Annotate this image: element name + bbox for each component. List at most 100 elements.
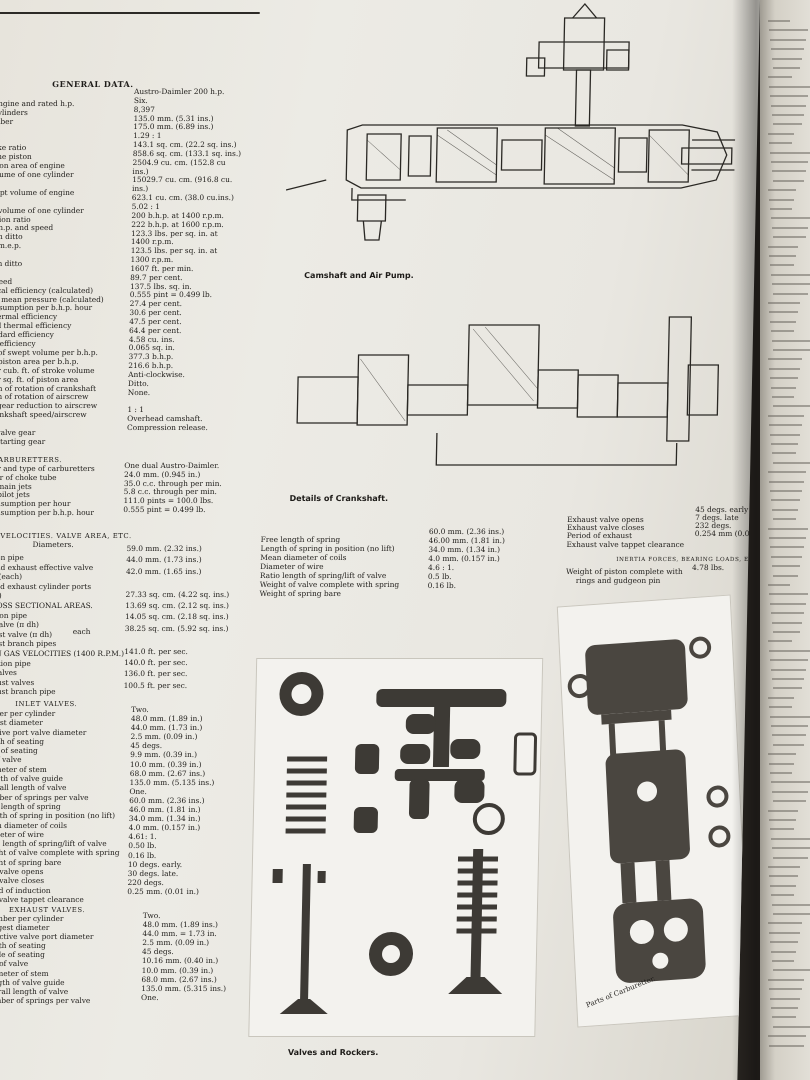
spring-label-6: Weight of spring bare <box>259 589 342 598</box>
facing-page-text-line <box>770 941 798 944</box>
facing-page-text-line <box>773 913 810 915</box>
general-data-label-18: um ditto <box>0 259 23 269</box>
general-data-label-16: b.m.e.p. <box>0 241 22 251</box>
piston-weight-value: 4.78 lbs. <box>692 563 725 572</box>
velocity-value-12: 100.5 ft. per sec. <box>123 680 188 690</box>
carburetters-heading: CARBURETTERS. <box>0 456 63 464</box>
facing-page-text-line <box>768 753 796 756</box>
exhaust-label-9: Number of springs per valve <box>0 995 91 1005</box>
velocity-value-7: 38.25 sq. cm. (5.92 sq. ins.) <box>124 623 229 633</box>
facing-page-text-line <box>768 696 794 699</box>
facing-page-text-line <box>772 847 810 850</box>
carburetter-label-5: consumption per b.h.p. hour <box>0 507 95 517</box>
facing-page-text-line <box>772 57 802 60</box>
inlet-valves-values: Two.48.0 mm. (1.89 in.)44.0 mm. (1.73 in… <box>127 705 216 897</box>
facing-page-text-line <box>768 584 790 586</box>
crankshaft-drawing <box>296 316 720 466</box>
camshaft-air-pump-drawing <box>285 3 736 241</box>
carburetter-parts-photo <box>556 594 752 1028</box>
facing-page-text-line <box>772 452 796 455</box>
facing-page-text-line <box>769 931 800 934</box>
caption-valves: Valves and Rockers. <box>287 1048 379 1057</box>
facing-page-text-line <box>768 809 798 812</box>
velocities-heading: AS VELOCITIES. VALVE AREA, ETC. <box>0 532 132 540</box>
general-data-label-19 <box>0 269 104 278</box>
facing-page-text-line <box>771 1007 798 1009</box>
facing-page-text-line <box>769 29 808 32</box>
facing-page-text-line <box>773 67 800 69</box>
facing-page-text-line <box>770 377 798 380</box>
facing-page-text-line <box>772 114 804 116</box>
facing-page-text-line <box>773 687 802 690</box>
facing-page-text-line <box>770 264 794 267</box>
facing-page-text-line <box>770 772 792 774</box>
general-data-label-10: rept volume of engine <box>0 187 75 197</box>
exhaust-valves-values: Two.48.0 mm. (1.89 ins.)44.0 mm. = 1.73 … <box>141 911 228 1003</box>
facing-page-edge <box>760 0 810 1080</box>
general-data-value-34: None. <box>127 387 151 397</box>
facing-page-text-line <box>771 555 802 558</box>
facing-page-text-line <box>769 142 792 145</box>
facing-page-text-line <box>771 894 794 897</box>
facing-page-text-line <box>772 226 808 229</box>
facing-page-text-line <box>769 593 808 596</box>
facing-page-text-line <box>768 1035 806 1038</box>
velocity-label-14: chaust branch pipe <box>0 687 56 697</box>
facing-page-text-line <box>770 490 802 492</box>
facing-page-text-line <box>769 255 796 257</box>
exhaust-valves-heading: EXHAUST VALVES. <box>8 906 86 914</box>
facing-page-text-line <box>773 574 798 577</box>
top-rule <box>0 12 260 14</box>
facing-page-text-line <box>772 903 810 906</box>
facing-page-text-line <box>769 311 798 314</box>
facing-page-text-line <box>769 198 794 201</box>
facing-page-text-line <box>768 527 808 530</box>
general-data-label-2: mber <box>0 116 14 126</box>
facing-page-text-line <box>771 161 808 163</box>
general-data-heading: GENERAL DATA. <box>52 79 134 89</box>
general-data-label-1: cylinders <box>0 107 28 117</box>
facing-page-text-line <box>773 800 806 803</box>
facing-page-text-line <box>773 405 810 408</box>
general-data-value-38: Compression release. <box>126 423 208 433</box>
general-data-value-0: Austro-Daimler 200 h.p. <box>133 87 225 96</box>
facing-page-text-line <box>769 649 810 652</box>
general-data-label-38: of starting gear <box>0 436 46 446</box>
general-data-label-35: crankshaft speed/airscrew <box>0 410 87 420</box>
carburetter-value-5: 0.555 pint = 0.499 lb. <box>123 504 206 514</box>
facing-page-text-line <box>770 828 794 831</box>
facing-page-text-line <box>771 499 800 502</box>
facing-page-text-line <box>769 85 810 88</box>
velocities-values: 59.0 mm. (2.32 ins.)44.0 mm. (1.73 ins.)… <box>123 544 230 693</box>
facing-page-text-line <box>773 1025 810 1028</box>
facing-page-text-line <box>770 433 800 436</box>
facing-page-text-line <box>771 104 806 107</box>
facing-page-text-line <box>768 358 802 361</box>
velocity-value-2: 42.0 mm. (1.65 ins.) <box>125 566 202 576</box>
velocity-value-3 <box>126 579 230 590</box>
facing-page-text-line <box>770 715 810 718</box>
general-data-label-8: olume of one cylinder <box>0 170 74 180</box>
facing-page-text-line <box>771 837 810 840</box>
facing-page-text-line <box>771 443 798 445</box>
facing-page-text-line <box>770 208 792 210</box>
facing-page-text-line <box>770 38 806 41</box>
facing-page-text-line <box>773 349 810 351</box>
facing-page-text-line <box>770 997 800 1000</box>
facing-page-text-line <box>772 508 798 511</box>
facing-page-text-line <box>771 781 810 784</box>
facing-page-text-line <box>771 725 808 727</box>
facing-page-text-line <box>771 386 796 389</box>
facing-page-text-line <box>773 743 804 746</box>
facing-page-text-line <box>768 20 790 22</box>
facing-page-text-line <box>768 414 804 417</box>
facing-page-text-line <box>768 866 800 868</box>
facing-page-text-line <box>773 292 808 295</box>
facing-page-text-line <box>772 339 810 342</box>
facing-page-text-line <box>772 283 810 286</box>
facing-page-text-line <box>772 1016 796 1019</box>
